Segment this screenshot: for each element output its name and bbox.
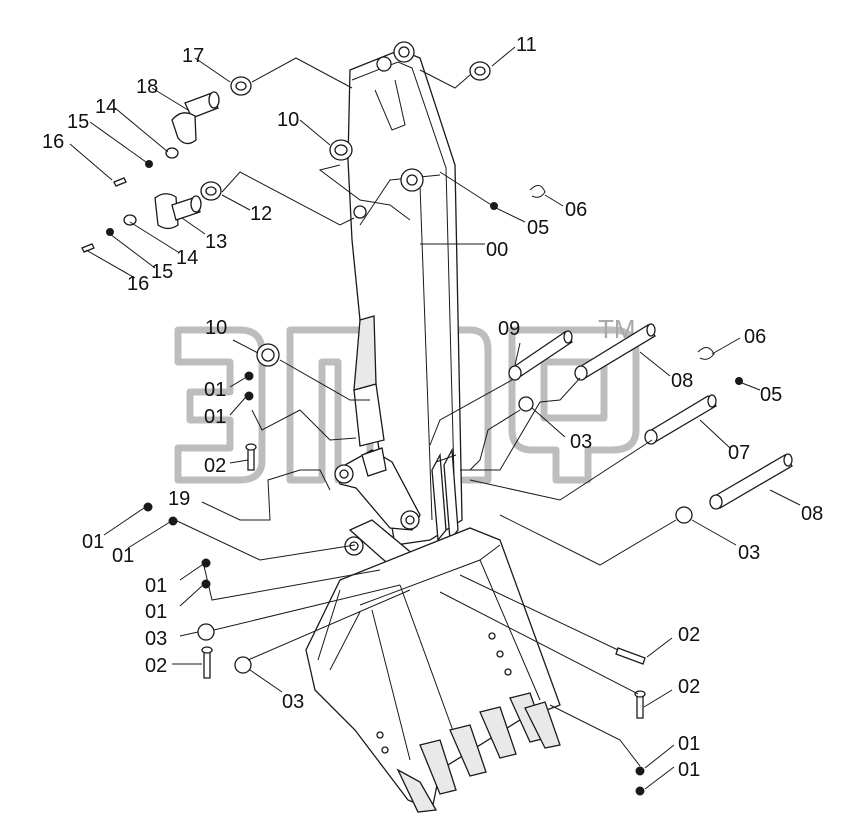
callout-13: 13 xyxy=(205,231,227,253)
callout-16: 16 xyxy=(127,273,149,295)
callout-16: 16 xyxy=(42,131,64,153)
callout-01: 01 xyxy=(678,733,700,755)
bucket-assembly xyxy=(305,527,561,813)
callout-09: 09 xyxy=(498,318,520,340)
callout-15: 15 xyxy=(151,261,173,283)
callout-01: 01 xyxy=(204,379,226,401)
callout-10: 10 xyxy=(277,109,299,131)
callout-03: 03 xyxy=(145,628,167,650)
callout-07: 07 xyxy=(728,442,750,464)
callout-05: 05 xyxy=(760,384,782,406)
callout-01: 01 xyxy=(678,759,700,781)
callout-17: 17 xyxy=(182,45,204,67)
callout-06: 06 xyxy=(565,199,587,221)
callout-03: 03 xyxy=(738,542,760,564)
callout-01: 01 xyxy=(145,601,167,623)
callout-08: 08 xyxy=(671,370,693,392)
callout-19: 19 xyxy=(168,488,190,510)
callout-02: 02 xyxy=(678,624,700,646)
callout-labels: 17 18 14 15 16 11 10 12 13 14 15 16 06 0… xyxy=(42,34,823,781)
callout-02: 02 xyxy=(204,455,226,477)
callout-06: 06 xyxy=(744,326,766,348)
arm-assembly xyxy=(347,41,463,546)
callout-01: 01 xyxy=(204,406,226,428)
callout-02: 02 xyxy=(678,676,700,698)
callout-01: 01 xyxy=(82,531,104,553)
callout-18: 18 xyxy=(136,76,158,98)
leader-lines xyxy=(69,46,801,790)
callout-11: 11 xyxy=(516,34,537,56)
callout-14: 14 xyxy=(95,96,117,118)
callout-05: 05 xyxy=(527,217,549,239)
callout-14: 14 xyxy=(176,247,198,269)
callout-01: 01 xyxy=(145,575,167,597)
callout-03: 03 xyxy=(282,691,304,713)
callout-03: 03 xyxy=(570,431,592,453)
callout-10: 10 xyxy=(205,317,227,339)
loose-parts xyxy=(81,61,793,796)
callout-08: 08 xyxy=(801,503,823,525)
callout-12: 12 xyxy=(250,203,272,225)
callout-00: 00 xyxy=(486,239,508,261)
callout-15: 15 xyxy=(67,111,89,133)
callout-01: 01 xyxy=(112,545,134,567)
callout-02: 02 xyxy=(145,655,167,677)
